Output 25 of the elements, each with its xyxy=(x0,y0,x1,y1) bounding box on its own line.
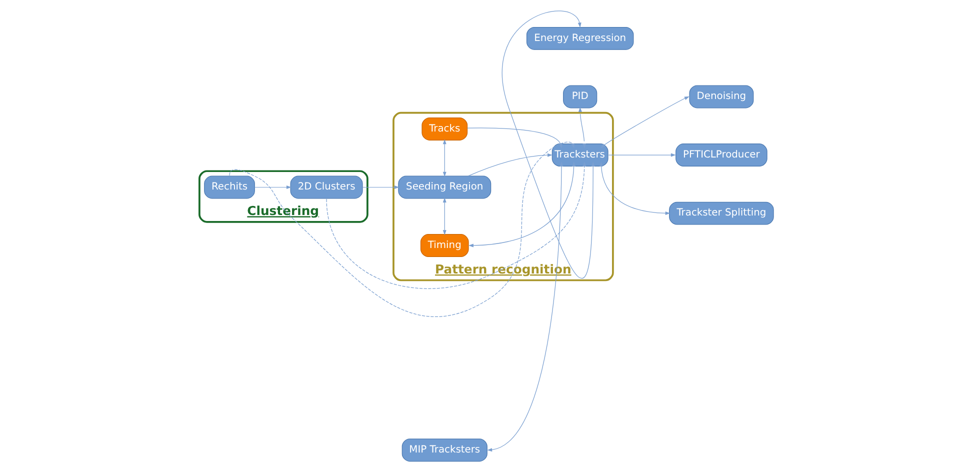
arrow xyxy=(578,106,586,148)
arrow xyxy=(362,186,399,189)
arrow xyxy=(442,197,446,236)
node-box: 2D Clusters xyxy=(290,176,362,199)
node-box: Energy Regression xyxy=(526,27,634,50)
node-box: PFTICLProducer xyxy=(675,144,767,166)
arrow xyxy=(599,162,670,215)
arrow xyxy=(467,153,552,176)
node-box: Seeding Region xyxy=(398,176,491,199)
node-box: Timing xyxy=(420,234,468,257)
node-box: Trackster Splitting xyxy=(668,202,774,225)
arrow xyxy=(442,139,446,177)
arrow xyxy=(254,186,291,189)
node-box: Denoising xyxy=(688,85,754,108)
arrow xyxy=(326,162,586,289)
arrow xyxy=(608,153,676,157)
arrow xyxy=(468,162,576,248)
node-box: Tracks xyxy=(421,118,468,140)
node-box: PID xyxy=(562,85,597,108)
node-box: Rechits xyxy=(204,176,254,199)
node-box: MIP Tracksters xyxy=(401,438,487,462)
arrow xyxy=(501,10,594,278)
arrow xyxy=(600,96,689,148)
arrow xyxy=(466,128,562,148)
arrow xyxy=(486,162,563,452)
